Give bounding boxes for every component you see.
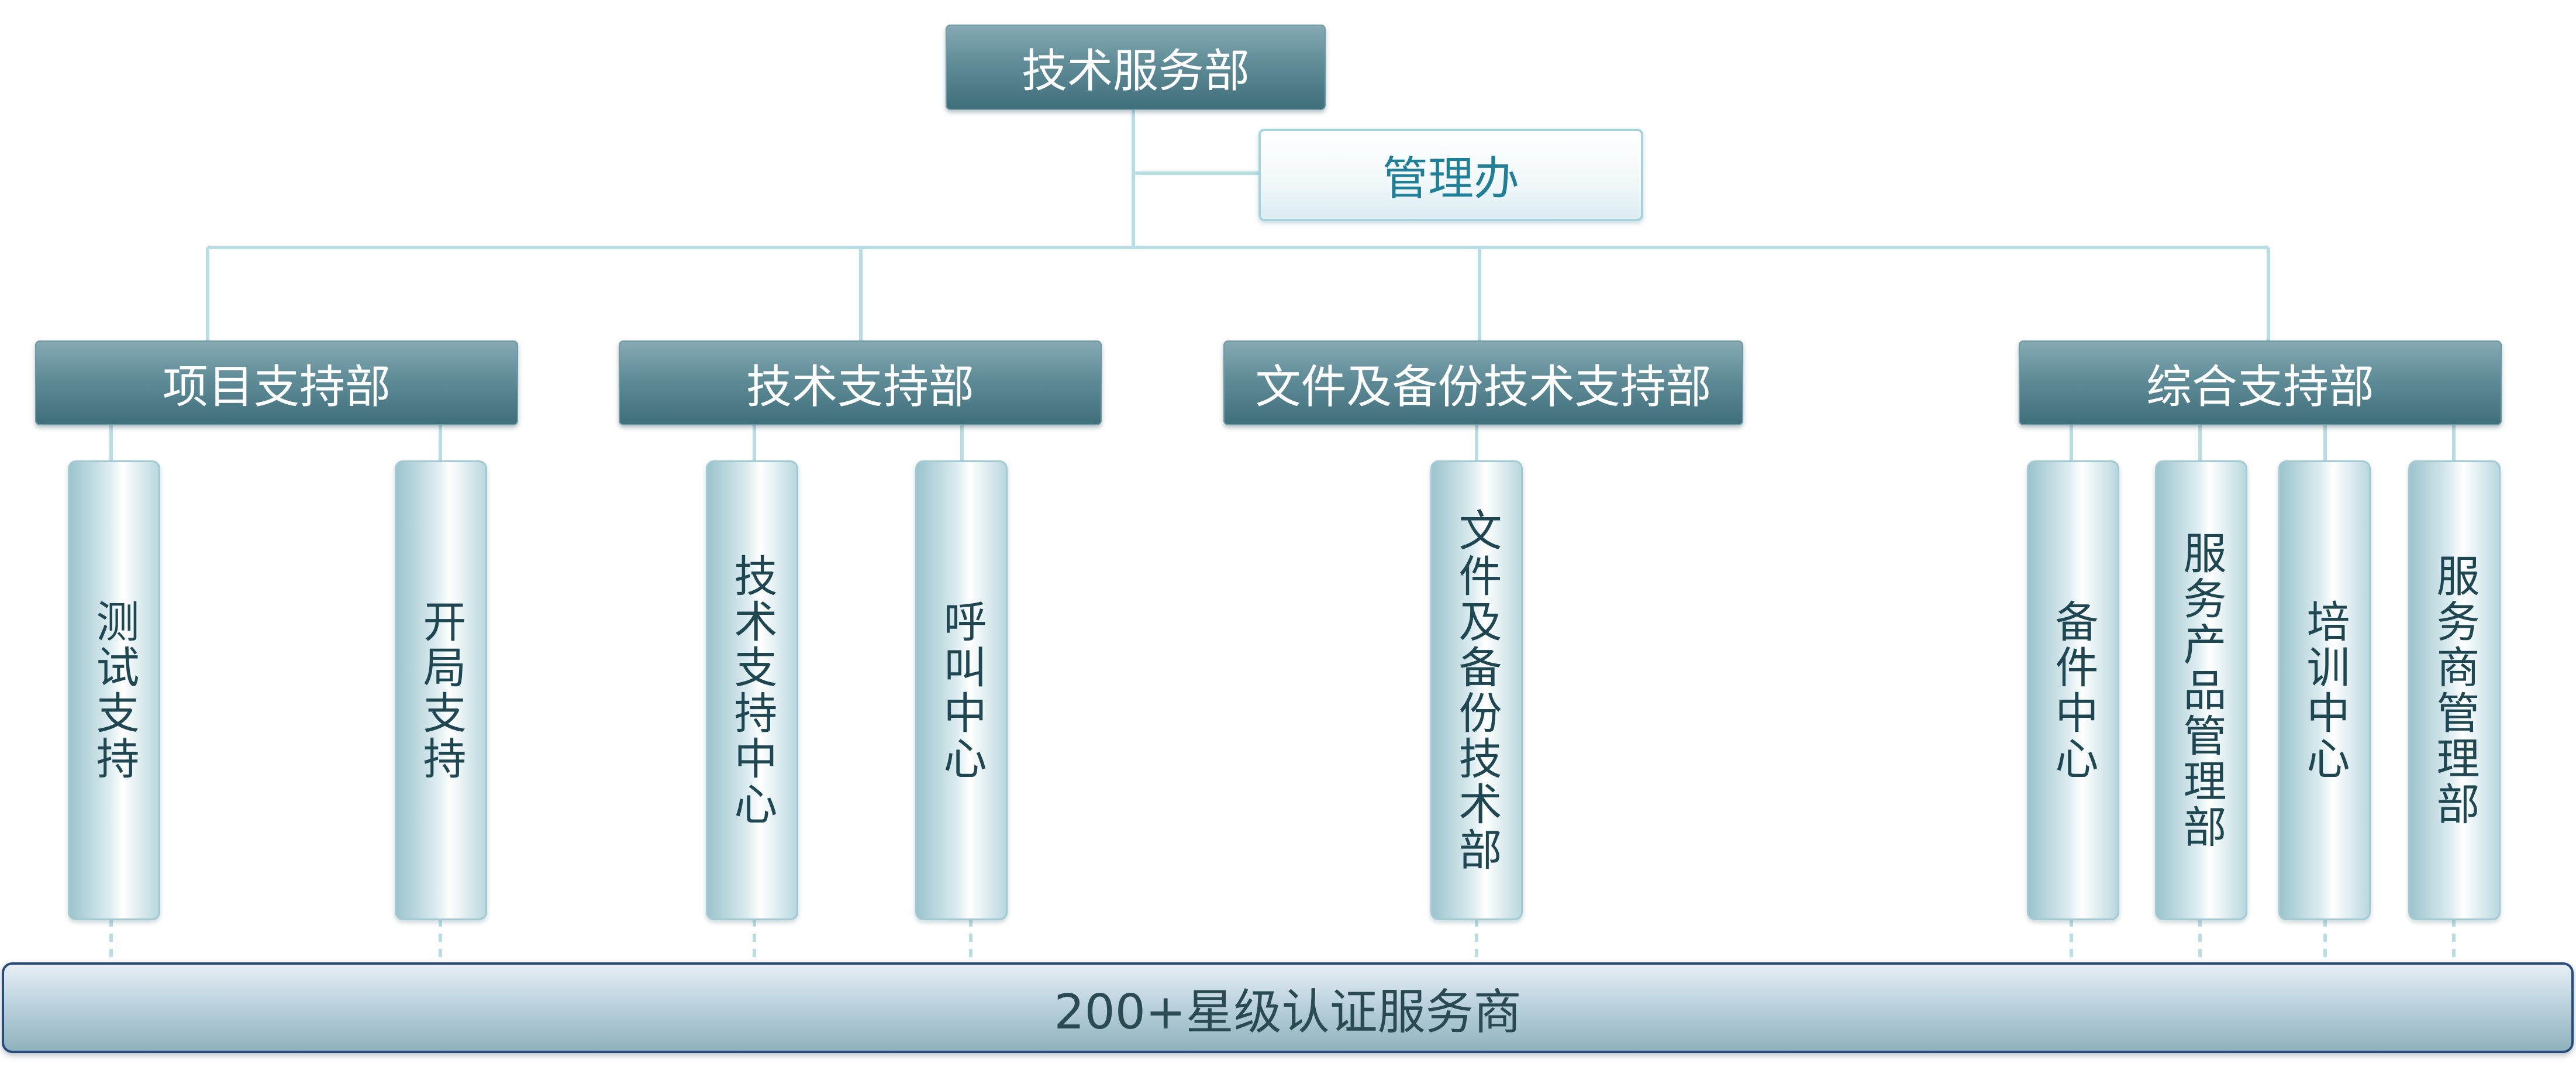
center-deployment-support: 开局支持 (395, 460, 487, 920)
center-spare-parts: 备件中心 (2027, 460, 2119, 920)
center-tech-support: 技术支持中心 (706, 460, 798, 920)
root-node: 技术服务部 (946, 25, 1326, 110)
office-node: 管理办 (1258, 129, 1643, 221)
dept-project-support: 项目支持部 (35, 340, 518, 425)
dept-file-backup-support: 文件及备份技术支持部 (1223, 340, 1743, 425)
certified-provider-bar: 200+星级认证服务商 (2, 962, 2574, 1053)
center-provider-mgmt: 服务商管理部 (2408, 460, 2501, 920)
center-service-product-mgmt: 服务产品管理部 (2155, 460, 2247, 920)
center-file-backup-tech: 文件及备份技术部 (1430, 460, 1523, 920)
dept-tech-support: 技术支持部 (619, 340, 1102, 425)
dept-general-support: 综合支持部 (2019, 340, 2502, 425)
center-test-support: 测试支持 (68, 460, 160, 920)
center-training: 培训中心 (2278, 460, 2371, 920)
center-call-center: 呼叫中心 (915, 460, 1008, 920)
